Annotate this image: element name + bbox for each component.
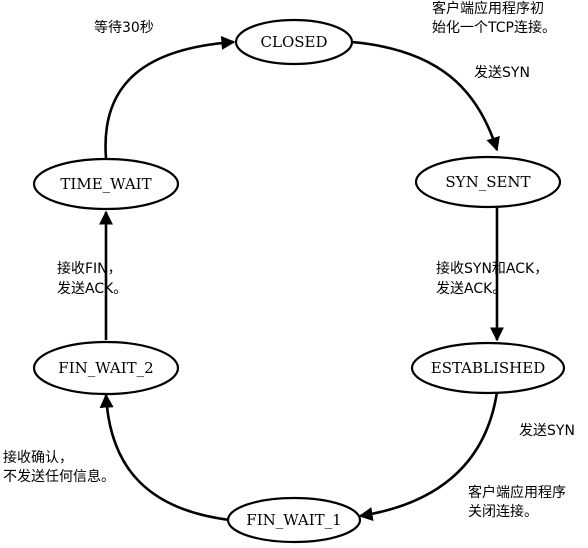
note-client-init-line1: 客户端应用程序初 bbox=[432, 0, 544, 17]
note-recv-fin-line2: 发送ACK。 bbox=[57, 281, 127, 297]
state-syn-sent-label: SYN_SENT bbox=[445, 173, 530, 191]
state-time-wait-label: TIME_WAIT bbox=[60, 175, 151, 193]
edge-closed-to-syn-sent bbox=[351, 40, 500, 152]
state-fin-wait-1-label: FIN_WAIT_1 bbox=[246, 511, 341, 529]
note-recv-ack-line1: 接收确认， bbox=[3, 449, 73, 466]
state-fin-wait-2: FIN_WAIT_2 bbox=[32, 340, 180, 396]
state-closed-label: CLOSED bbox=[261, 33, 328, 51]
note-recv-ack-line2: 不发送任何信息。 bbox=[3, 468, 115, 485]
state-closed: CLOSED bbox=[234, 18, 354, 66]
note-send-syn: 发送SYN bbox=[474, 65, 530, 81]
state-established-label: ESTABLISHED bbox=[431, 359, 546, 377]
state-time-wait: TIME_WAIT bbox=[32, 157, 180, 211]
note-wait-30s: 等待30秒 bbox=[94, 19, 154, 36]
note-recv-synack-line2: 发送ACK。 bbox=[436, 281, 506, 297]
note-client-init-line2: 始化一个TCP连接。 bbox=[432, 19, 556, 36]
note-send-fin: 发送SYN bbox=[519, 423, 575, 439]
state-established: ESTABLISHED bbox=[410, 341, 566, 395]
state-fin-wait-2-label: FIN_WAIT_2 bbox=[58, 359, 153, 377]
edge-established-to-fin-wait-1 bbox=[358, 391, 499, 521]
edge-fin-wait-1-to-fin-wait-2 bbox=[99, 393, 231, 522]
note-recv-synack-line1: 接收SYN和ACK， bbox=[436, 260, 548, 277]
note-client-close-line2: 关闭连接。 bbox=[468, 503, 538, 520]
state-syn-sent: SYN_SENT bbox=[414, 155, 562, 209]
state-fin-wait-1: FIN_WAIT_1 bbox=[226, 496, 362, 544]
note-client-close-line1: 客户端应用程序 bbox=[468, 484, 566, 501]
note-recv-fin-line1: 接收FIN， bbox=[57, 260, 122, 277]
edge-time-wait-to-closed bbox=[104, 35, 236, 159]
